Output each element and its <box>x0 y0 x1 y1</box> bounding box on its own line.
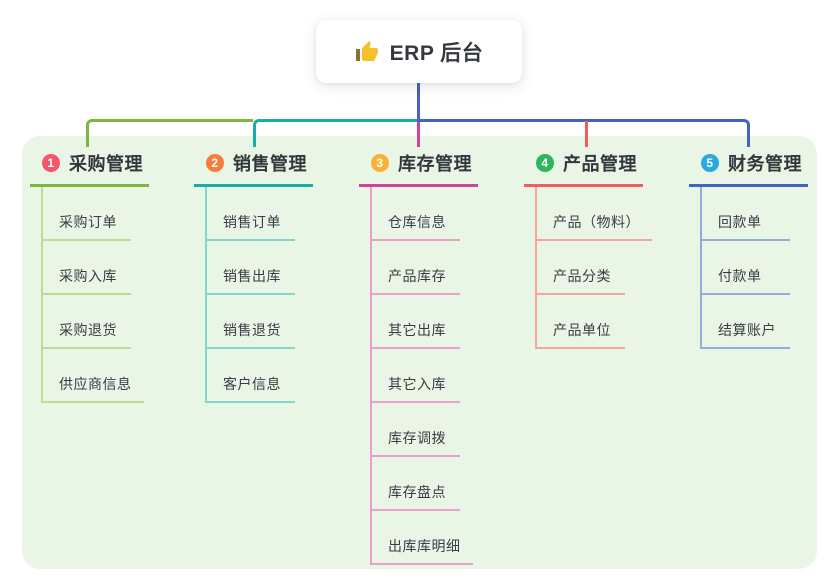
child-node-label: 出库库明细 <box>372 536 473 565</box>
thumbs-up-icon <box>355 40 378 61</box>
branch-product-management: 4 产品管理 产品（物料） 产品分类 产品单位 <box>524 148 689 349</box>
branch-title: 1 采购管理 <box>30 148 149 187</box>
connector-elbow-branch-2 <box>253 119 419 147</box>
branch-number-badge: 2 <box>206 154 224 172</box>
child-node: 供应商信息 <box>43 349 195 403</box>
connector-elbow-branch-5 <box>419 119 750 147</box>
branch-number-badge: 1 <box>42 154 60 172</box>
child-node: 客户信息 <box>207 349 359 403</box>
child-node: 库存盘点 <box>372 457 524 511</box>
child-node: 产品单位 <box>537 295 689 349</box>
child-node: 销售退货 <box>207 295 359 349</box>
branches-panel <box>22 136 817 569</box>
child-node: 采购入库 <box>43 241 195 295</box>
child-node-label: 供应商信息 <box>43 374 144 403</box>
branch-number-badge: 5 <box>701 154 719 172</box>
child-node: 销售订单 <box>207 187 359 241</box>
child-node-label: 产品分类 <box>537 266 625 295</box>
child-node: 销售出库 <box>207 241 359 295</box>
branch-title: 3 库存管理 <box>359 148 478 187</box>
child-node: 结算账户 <box>702 295 839 349</box>
child-node-label: 产品库存 <box>372 266 460 295</box>
branch-children: 销售订单 销售出库 销售退货 客户信息 <box>205 187 359 403</box>
child-node-label: 回款单 <box>702 212 790 241</box>
branch-title-label: 采购管理 <box>69 154 143 174</box>
branch-title: 4 产品管理 <box>524 148 643 187</box>
child-node: 产品（物料） <box>537 187 689 241</box>
child-node-label: 库存盘点 <box>372 482 460 511</box>
branch-finance-management: 5 财务管理 回款单 付款单 结算账户 <box>689 148 839 349</box>
root-node: ERP 后台 <box>316 20 522 83</box>
child-node-label: 其它入库 <box>372 374 460 403</box>
child-node: 付款单 <box>702 241 839 295</box>
branch-children: 采购订单 采购入库 采购退货 供应商信息 <box>41 187 195 403</box>
child-node-label: 采购入库 <box>43 266 131 295</box>
child-node: 库存调拨 <box>372 403 524 457</box>
branch-children: 回款单 付款单 结算账户 <box>700 187 839 349</box>
child-node: 其它出库 <box>372 295 524 349</box>
child-node: 其它入库 <box>372 349 524 403</box>
branch-inventory-management: 3 库存管理 仓库信息 产品库存 其它出库 其它入库 库存调拨 库存盘点 出库库… <box>359 148 524 565</box>
child-node-label: 结算账户 <box>702 320 790 349</box>
child-node-label: 库存调拨 <box>372 428 460 457</box>
child-node: 产品分类 <box>537 241 689 295</box>
child-node-label: 产品（物料） <box>537 212 652 241</box>
branch-children: 仓库信息 产品库存 其它出库 其它入库 库存调拨 库存盘点 出库库明细 <box>370 187 524 565</box>
root-node-label: ERP 后台 <box>389 41 484 65</box>
connector-root-trunk <box>417 82 420 122</box>
child-node-label: 产品单位 <box>537 320 625 349</box>
child-node: 产品库存 <box>372 241 524 295</box>
branch-title-label: 库存管理 <box>398 154 472 174</box>
branch-title: 5 财务管理 <box>689 148 808 187</box>
branch-title: 2 销售管理 <box>194 148 313 187</box>
child-node: 回款单 <box>702 187 839 241</box>
branch-purchase-management: 1 采购管理 采购订单 采购入库 采购退货 供应商信息 <box>30 148 195 403</box>
connector-drop-branch-4 <box>585 121 588 147</box>
child-node-label: 付款单 <box>702 266 790 295</box>
child-node: 出库库明细 <box>372 511 524 565</box>
branch-sales-management: 2 销售管理 销售订单 销售出库 销售退货 客户信息 <box>194 148 359 403</box>
child-node: 采购退货 <box>43 295 195 349</box>
child-node-label: 仓库信息 <box>372 212 460 241</box>
branch-children: 产品（物料） 产品分类 产品单位 <box>535 187 689 349</box>
child-node-label: 销售退货 <box>207 320 295 349</box>
connector-elbow-branch-1 <box>86 119 253 147</box>
branch-title-label: 产品管理 <box>563 154 637 174</box>
connector-drop-branch-3 <box>417 121 420 147</box>
child-node-label: 客户信息 <box>207 374 295 403</box>
branch-title-label: 财务管理 <box>728 154 802 174</box>
child-node-label: 销售订单 <box>207 212 295 241</box>
child-node-label: 采购退货 <box>43 320 131 349</box>
branch-number-badge: 3 <box>371 154 389 172</box>
child-node-label: 其它出库 <box>372 320 460 349</box>
branch-number-badge: 4 <box>536 154 554 172</box>
branch-title-label: 销售管理 <box>233 154 307 174</box>
child-node-label: 销售出库 <box>207 266 295 295</box>
child-node: 采购订单 <box>43 187 195 241</box>
child-node: 仓库信息 <box>372 187 524 241</box>
child-node-label: 采购订单 <box>43 212 131 241</box>
